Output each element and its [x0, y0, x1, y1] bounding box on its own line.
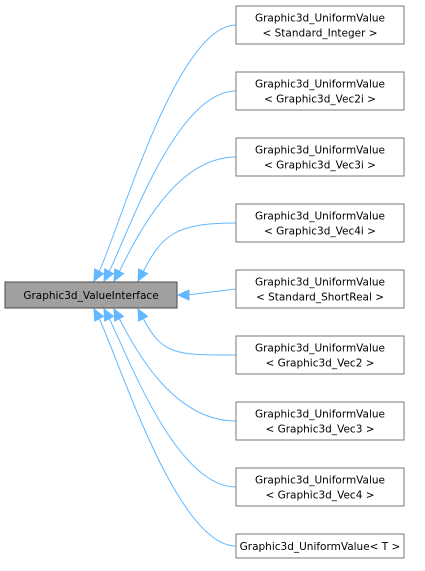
derived-class-node-1-box	[235, 71, 405, 111]
base-class-node-label-line-0: Graphic3d_ValueInterface	[23, 290, 158, 302]
derived-class-node-2[interactable]: Graphic3d_UniformValue < Graphic3d_Vec3i …	[235, 137, 405, 177]
inheritance-edge-5	[141, 315, 237, 356]
inheritance-edge-0	[97, 24, 237, 275]
inheritance-arrowhead-4	[176, 289, 190, 301]
derived-class-node-1-label-line-1: < Graphic3d_Vec2i >	[264, 93, 376, 105]
base-class-node-box	[4, 281, 178, 309]
derived-class-node-8-box	[235, 533, 405, 559]
derived-class-node-4-box	[235, 269, 405, 309]
inheritance-arrowhead-5	[137, 307, 149, 322]
derived-class-node-1[interactable]: Graphic3d_UniformValue < Graphic3d_Vec2i …	[235, 71, 405, 111]
inheritance-arrowhead-3	[137, 268, 149, 283]
derived-class-node-6-label-line-0: Graphic3d_UniformValue	[255, 408, 385, 420]
derived-class-node-7-label-line-1: < Graphic3d_Vec4 >	[265, 489, 374, 501]
inheritance-edge-1	[107, 90, 237, 275]
inheritance-edge-3	[141, 222, 237, 275]
derived-class-node-0-label-line-0: Graphic3d_UniformValue	[255, 12, 385, 24]
derived-class-node-5-box	[235, 335, 405, 375]
derived-class-node-0-label-line-1: < Standard_Integer >	[262, 27, 377, 39]
derived-class-node-5-label-line-0: Graphic3d_UniformValue	[255, 342, 385, 354]
inheritance-edge-4	[186, 288, 237, 296]
inheritance-edges	[93, 24, 237, 547]
derived-class-node-7-label-line-0: Graphic3d_UniformValue	[255, 474, 385, 486]
inheritance-arrowhead-8	[93, 307, 105, 322]
inheritance-arrowhead-1	[103, 268, 115, 283]
derived-class-node-5[interactable]: Graphic3d_UniformValue < Graphic3d_Vec2 >	[235, 335, 405, 375]
derived-class-node-6-box	[235, 401, 405, 441]
derived-class-node-6[interactable]: Graphic3d_UniformValue < Graphic3d_Vec3 >	[235, 401, 405, 441]
derived-class-node-2-label-line-1: < Graphic3d_Vec3i >	[264, 159, 376, 171]
derived-class-node-3-label-line-0: Graphic3d_UniformValue	[255, 210, 385, 222]
derived-class-node-3[interactable]: Graphic3d_UniformValue < Graphic3d_Vec4i …	[235, 203, 405, 243]
base-class-node[interactable]: Graphic3d_ValueInterface	[4, 281, 178, 309]
derived-class-node-3-box	[235, 203, 405, 243]
class-nodes: Graphic3d_ValueInterfaceGraphic3d_Unifor…	[4, 5, 405, 559]
derived-class-node-8[interactable]: Graphic3d_UniformValue< T >	[235, 533, 405, 559]
derived-class-node-4[interactable]: Graphic3d_UniformValue < Standard_ShortRe…	[235, 269, 405, 309]
derived-class-node-3-label-line-1: < Graphic3d_Vec4i >	[264, 225, 376, 237]
inheritance-edge-2	[117, 156, 237, 275]
derived-class-node-4-label-line-1: < Standard_ShortReal >	[256, 291, 384, 303]
derived-class-node-0-box	[235, 5, 405, 45]
derived-class-node-4-label-line-0: Graphic3d_UniformValue	[255, 276, 385, 288]
derived-class-node-1-label-line-0: Graphic3d_UniformValue	[255, 78, 385, 90]
derived-class-node-7[interactable]: Graphic3d_UniformValue < Graphic3d_Vec4 >	[235, 467, 405, 507]
derived-class-node-2-label-line-0: Graphic3d_UniformValue	[255, 144, 385, 156]
derived-class-node-8-label-line-0: Graphic3d_UniformValue< T >	[240, 541, 401, 553]
inheritance-arrowhead-0	[93, 268, 105, 283]
inheritance-arrowhead-7	[103, 307, 115, 322]
derived-class-node-7-box	[235, 467, 405, 507]
inheritance-edge-7	[107, 315, 237, 488]
derived-class-node-0[interactable]: Graphic3d_UniformValue < Standard_Integer…	[235, 5, 405, 45]
derived-class-node-2-box	[235, 137, 405, 177]
inheritance-arrowhead-6	[113, 307, 125, 322]
inheritance-arrowhead-2	[113, 268, 125, 283]
derived-class-node-6-label-line-1: < Graphic3d_Vec3 >	[265, 423, 374, 435]
inheritance-edge-8	[97, 315, 237, 547]
derived-class-node-5-label-line-1: < Graphic3d_Vec2 >	[265, 357, 374, 369]
inheritance-edge-6	[117, 315, 237, 422]
